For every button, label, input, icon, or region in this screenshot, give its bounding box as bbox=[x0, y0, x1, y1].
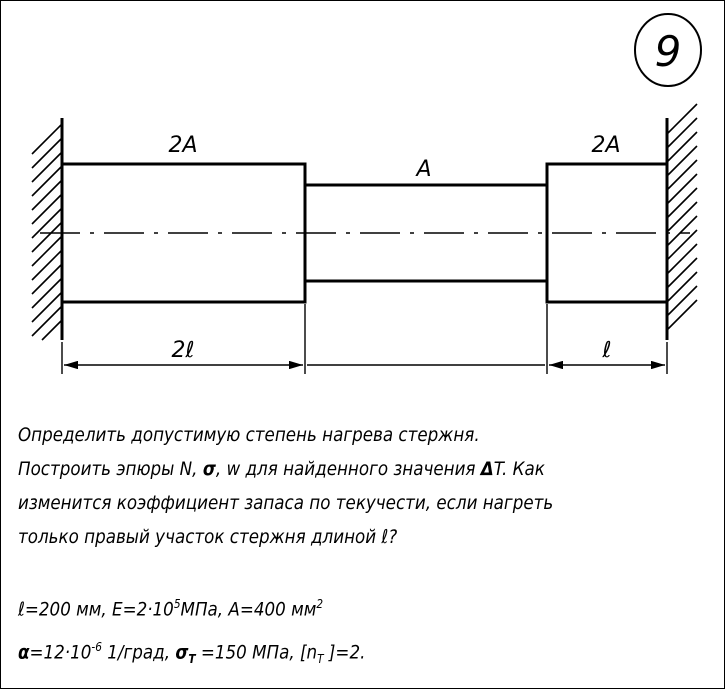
task-line-3: изменится коэффициент запаса по текучест… bbox=[18, 492, 554, 514]
dimension-lines bbox=[61, 304, 668, 374]
sigma-symbol: σ bbox=[202, 458, 216, 480]
alpha-value: =12·10 bbox=[29, 641, 92, 664]
sigma-yield-value: =150 МПа, [n bbox=[195, 641, 318, 664]
task-line-4: только правый участок стержня длиной ℓ? bbox=[18, 526, 398, 548]
task-line-2: Построить эпюры N, σ, w для найденного з… bbox=[18, 452, 638, 486]
left-wall-support bbox=[31, 118, 64, 341]
sigma-yield-subscript: T bbox=[188, 652, 196, 667]
left-area-label: 2A bbox=[168, 133, 197, 158]
problem-number-circle bbox=[634, 13, 702, 87]
alpha-symbol: α bbox=[18, 641, 30, 664]
right-area-label: 2A bbox=[591, 133, 620, 158]
task-line-2-part-a: Построить эпюры N, bbox=[18, 458, 203, 480]
right-wall-support bbox=[665, 103, 698, 340]
given-parameters: ℓ=200 мм, E=2·105МПа, A=400 мм2 α=12·10-… bbox=[18, 585, 365, 678]
safety-factor-subscript: T bbox=[317, 652, 324, 667]
safety-factor-value: ]=2. bbox=[323, 641, 366, 664]
e-exponent: 5 bbox=[173, 597, 181, 611]
bar-diagram: 9 bbox=[31, 13, 702, 374]
alpha-unit: 1/град, bbox=[101, 641, 176, 664]
param-l-e-text: ℓ=200 мм, E=2·10 bbox=[18, 598, 174, 621]
params-line-2: α=12·10-6 1/град, σT =150 МПа, [nT ]=2. bbox=[18, 628, 365, 678]
task-text: Определить допустимую степень нагрева ст… bbox=[18, 418, 638, 554]
sigma-yield-symbol: σ bbox=[175, 641, 189, 664]
right-length-label: ℓ bbox=[601, 338, 611, 363]
middle-area-label: A bbox=[414, 157, 431, 182]
param-a-text: МПа, A=400 мм bbox=[180, 598, 317, 621]
task-line-2-part-b: , w для найденного значения bbox=[215, 458, 481, 480]
task-line-2-part-c: T. Как bbox=[493, 458, 545, 480]
params-line-1: ℓ=200 мм, E=2·105МПа, A=400 мм2 bbox=[18, 585, 365, 628]
problem-number: 9 bbox=[655, 27, 682, 76]
area-unit-exponent: 2 bbox=[316, 597, 324, 611]
alpha-exponent: -6 bbox=[91, 640, 102, 655]
delta-symbol: Δ bbox=[480, 458, 494, 480]
left-length-label: 2ℓ bbox=[171, 338, 194, 363]
task-line-1: Определить допустимую степень нагрева ст… bbox=[18, 424, 480, 446]
